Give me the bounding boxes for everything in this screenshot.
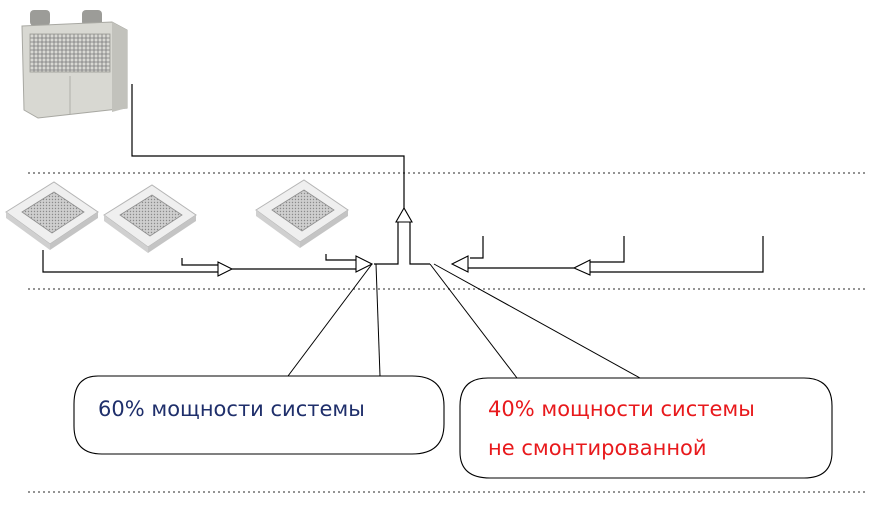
refnet-joint-top (395, 206, 413, 223)
refnet-joints (217, 206, 591, 277)
ceiling-cassette-icon (255, 179, 349, 248)
pipe-stub-1 (470, 236, 484, 259)
ceiling-cassette-icon (5, 181, 99, 250)
floor-lines (28, 172, 868, 493)
callout-right-text-line1: 40% мощности системы (488, 397, 755, 421)
main-pipe (131, 84, 405, 210)
refnet-joint-right-1 (450, 255, 469, 273)
callout-connectors (287, 263, 641, 379)
callout-right-text-line2: не смонтированной (488, 436, 707, 460)
pipe-unit-1 (42, 250, 218, 273)
callout-left-text: 60% мощности системы (98, 397, 365, 421)
callout-left-connector-a (287, 263, 373, 377)
callout-right-connector-b (433, 263, 641, 379)
pipe-stub-2 (590, 236, 625, 263)
refrigerant-piping (42, 84, 764, 273)
callout-left-box (73, 375, 445, 455)
right-branch (409, 222, 430, 265)
pipe-unit-3 (325, 254, 356, 261)
refnet-joint-left-1 (217, 261, 234, 277)
refnet-joint-right-2 (572, 259, 591, 276)
ceiling-cassette-icon (103, 184, 197, 253)
pipe-stub-3 (590, 236, 764, 273)
callout-right-connector-a (429, 263, 518, 379)
refnet-joint-left-2 (355, 255, 374, 273)
outdoor-unit-icon (21, 10, 128, 119)
left-branch (374, 222, 399, 265)
callout-right-box (459, 377, 833, 479)
pipe-unit-2 (181, 258, 218, 266)
callout-left-connector-b (375, 263, 381, 377)
